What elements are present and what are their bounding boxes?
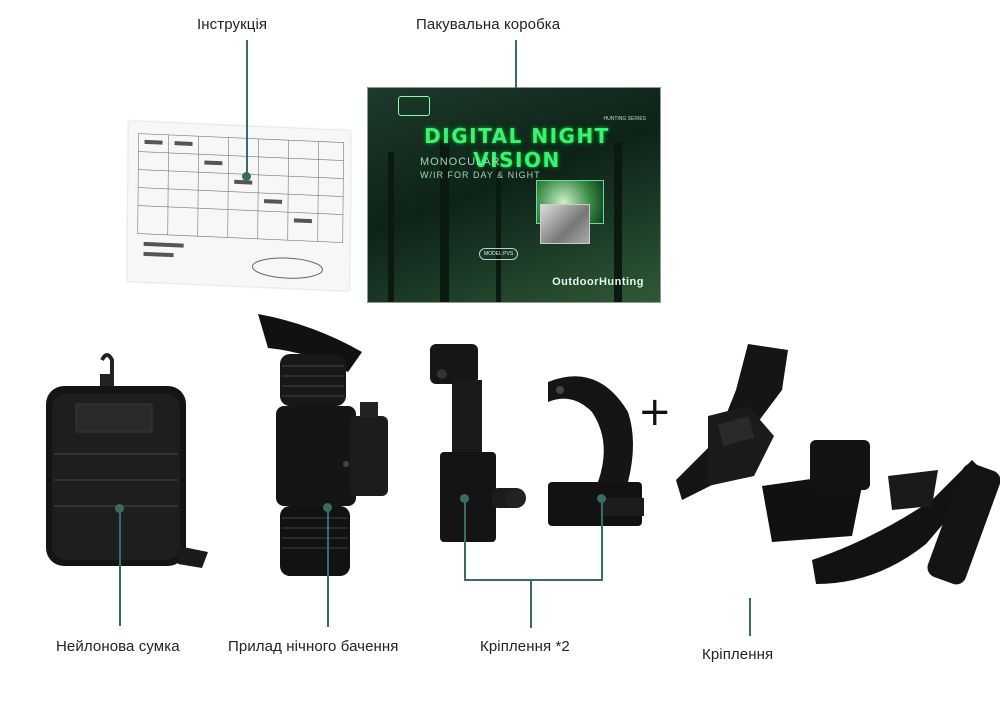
- thermal-photo: [540, 204, 590, 244]
- forest-tree: [496, 162, 501, 302]
- mount-plate-image: [430, 344, 526, 542]
- leader-device: [327, 507, 329, 627]
- leader-bracket: [464, 579, 603, 581]
- manual-table-lines: [137, 133, 344, 279]
- leader-mounts2: [530, 580, 532, 628]
- leader-mount-b: [601, 498, 603, 580]
- label-mounts2: Кріплення *2: [480, 638, 570, 655]
- leader-mount-a: [464, 498, 466, 580]
- forest-tree: [614, 142, 622, 302]
- box-series-text: HUNTING SERIES: [603, 116, 646, 122]
- forest-tree: [440, 132, 449, 302]
- helmet-mount-set-image: [676, 344, 1000, 585]
- box-subtitle: MONOCULAR: [420, 156, 501, 168]
- box-subtitle-2: W/IR FOR DAY & NIGHT: [420, 170, 541, 180]
- box-logo-icon: [398, 96, 430, 116]
- box-title: DIGITAL NIGHT VISION: [424, 124, 610, 172]
- mount-j-arm-image: [548, 376, 644, 526]
- night-vision-device-image: [258, 314, 388, 576]
- box-model-badge: MODEL:PVS: [479, 248, 519, 260]
- leader-box: [515, 40, 517, 88]
- leader-dot: [242, 172, 251, 181]
- leader-bag: [119, 508, 121, 626]
- label-mount: Кріплення: [702, 646, 774, 663]
- label-bag: Нейлонова сумка: [56, 638, 180, 655]
- packaging-box-image: HUNTING SERIES DIGITAL NIGHT VISION MONO…: [367, 87, 661, 303]
- box-brand: OutdoorHunting: [552, 276, 644, 288]
- label-box: Пакувальна коробка: [416, 16, 561, 33]
- plus-sign: +: [638, 389, 672, 435]
- label-instructions: Інструкція: [197, 16, 268, 33]
- leader-instructions: [246, 40, 248, 176]
- leader-mount: [749, 598, 751, 636]
- forest-tree: [388, 152, 394, 302]
- instruction-manual-image: [127, 121, 351, 291]
- nylon-bag-image: [46, 353, 208, 568]
- label-device: Прилад нічного бачення: [228, 638, 399, 655]
